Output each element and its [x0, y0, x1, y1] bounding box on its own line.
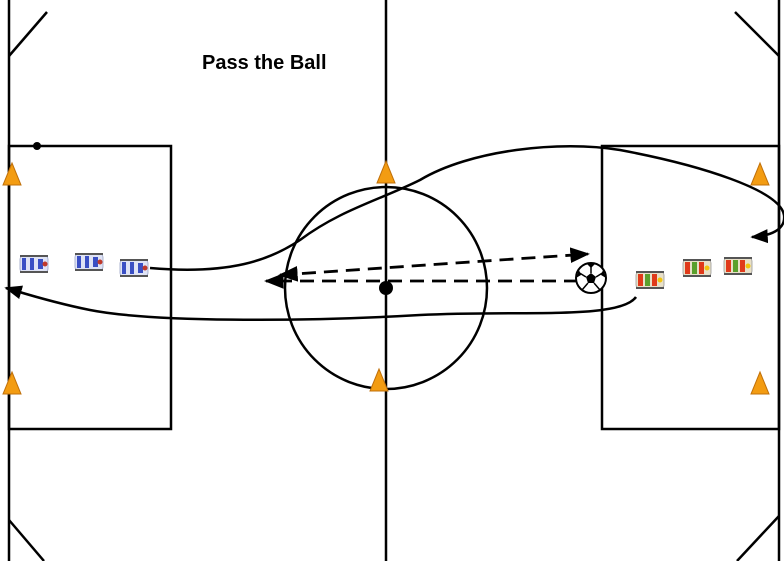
blue-player-icon [74, 252, 104, 272]
red-player-icon [723, 256, 753, 276]
pass-paths [264, 247, 590, 289]
run-path-bottom [4, 285, 638, 321]
small-marker-dot [33, 142, 41, 150]
run-path-top [149, 145, 784, 271]
cone-icon [2, 162, 22, 186]
drill-title: Pass the Ball [202, 52, 327, 74]
blue-player-icon [119, 258, 149, 278]
cone-icon [376, 160, 396, 184]
center-spot [379, 281, 393, 295]
red-player-icon [682, 258, 712, 278]
corner-bottom-left [8, 519, 45, 561]
soccer-ball-icon [575, 262, 607, 294]
corner-bottom-right [736, 515, 780, 561]
corner-top-left [8, 11, 48, 57]
cone-icon [2, 371, 22, 395]
cone-icon [750, 371, 770, 395]
pass-line-upper [278, 247, 590, 282]
cone-icon [750, 162, 770, 186]
blue-player-icon [19, 254, 49, 274]
red-player-icon [635, 270, 665, 290]
movement-paths [4, 145, 784, 321]
left-penalty-box [7, 144, 173, 431]
corner-top-right [734, 11, 780, 57]
